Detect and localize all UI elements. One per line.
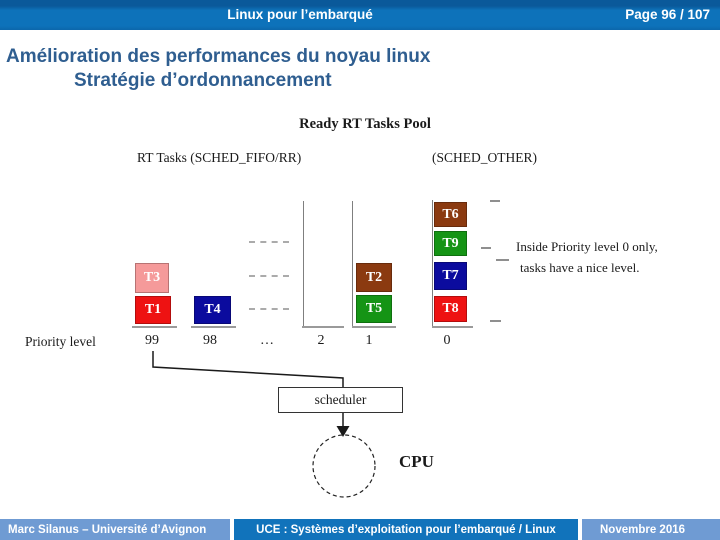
- priority-level-98: 98: [203, 333, 217, 348]
- nice-level-tick: [490, 200, 500, 202]
- dashed-separator: [249, 275, 289, 277]
- cpu-label: CPU: [399, 452, 434, 471]
- priority-level-ellipsis: …: [260, 333, 274, 348]
- queue-line-level0: [432, 200, 433, 326]
- page-indicator: Page 96 / 107: [625, 7, 710, 22]
- arrowhead-icon: [336, 426, 350, 437]
- task-box-t9: T9: [434, 231, 467, 256]
- task-box-t1: T1: [135, 296, 171, 324]
- task-box-t3: T3: [135, 263, 169, 293]
- task-box-t6: T6: [434, 202, 467, 227]
- baseline-level98: [191, 326, 236, 328]
- footer-course: UCE : Systèmes d’exploitation pour l’emb…: [234, 519, 578, 540]
- priority-to-scheduler-connector: [152, 351, 344, 388]
- scheduler-box: scheduler: [278, 387, 403, 413]
- rt-tasks-label: RT Tasks (SCHED_FIFO/RR): [137, 150, 302, 165]
- task-box-t7: T7: [434, 262, 467, 290]
- priority-level-1: 1: [365, 333, 373, 348]
- slide-title-line2: Stratégie d’ordonnancement: [74, 70, 332, 91]
- footer-author: Marc Silanus – Université d’Avignon: [0, 519, 230, 540]
- dashed-separator: [249, 308, 289, 310]
- nice-level-tick: [490, 320, 501, 322]
- queue-line-level2: [303, 201, 304, 326]
- cpu-circle: [312, 434, 376, 498]
- dashed-separator: [249, 241, 289, 243]
- task-box-t4: T4: [194, 296, 231, 324]
- sched-other-label: (SCHED_OTHER): [432, 150, 537, 165]
- queue-line-level1: [352, 201, 353, 326]
- priority-level-2: 2: [317, 333, 325, 348]
- nice-level-tick: [496, 259, 509, 261]
- baseline-level1: [352, 326, 396, 328]
- header-title: Linux pour l’embarqué: [227, 7, 373, 22]
- priority-level-99: 99: [145, 333, 159, 348]
- baseline-level2: [302, 326, 344, 328]
- task-box-t5: T5: [356, 295, 392, 323]
- pool-title: Ready RT Tasks Pool: [299, 116, 431, 132]
- nice-level-note-line1: Inside Priority level 0 only,: [516, 239, 658, 254]
- task-box-t8: T8: [434, 296, 467, 322]
- priority-axis-label: Priority level: [25, 334, 96, 349]
- slide-title-line1: Amélioration des performances du noyau l…: [6, 46, 431, 67]
- header-bar: Linux pour l’embarqué Page 96 / 107: [0, 0, 720, 30]
- baseline-level0: [432, 326, 473, 328]
- baseline-level99: [132, 326, 177, 328]
- nice-level-note-line2: tasks have a nice level.: [520, 260, 640, 275]
- footer-date: Novembre 2016: [582, 519, 720, 540]
- nice-level-tick: [481, 247, 491, 249]
- task-box-t2: T2: [356, 263, 392, 292]
- priority-level-0: 0: [443, 333, 451, 348]
